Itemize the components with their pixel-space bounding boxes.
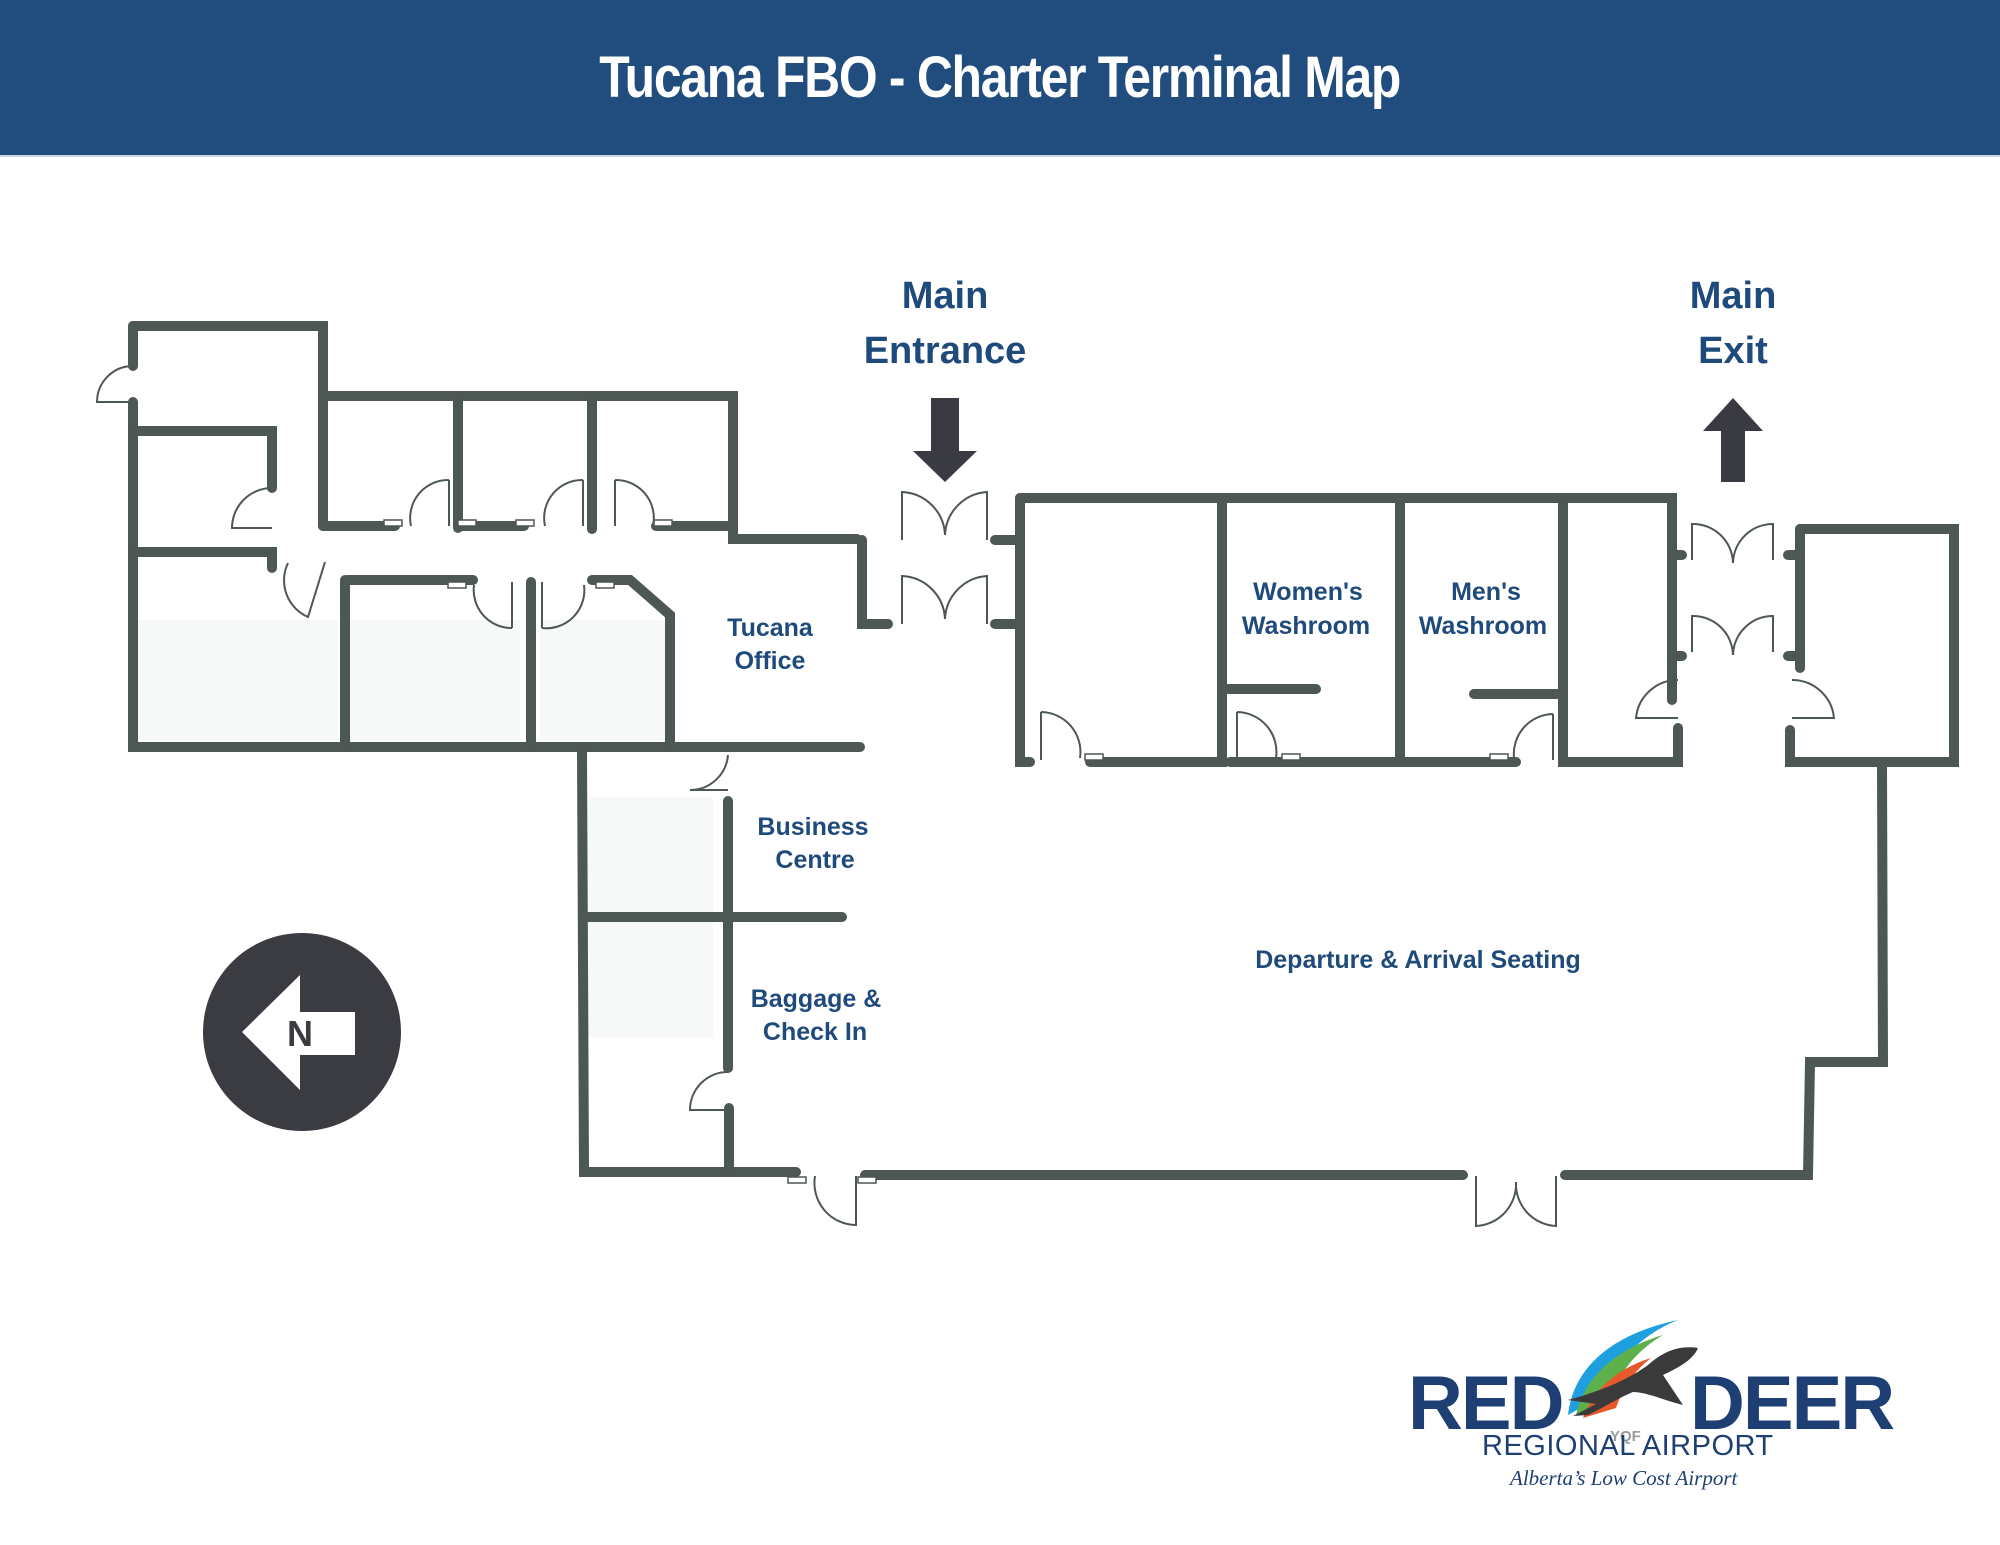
door-swing: [614, 478, 655, 527]
door-swing: [688, 1071, 729, 1111]
main-entrance-label-line1: Main: [902, 275, 989, 317]
red-deer-airport-logo: RED DEER YQF REGIONAL AIRPORT Alberta’s …: [1400, 1320, 1895, 1500]
jamb: [383, 519, 403, 527]
door-swing: [1040, 711, 1082, 760]
door-swing: [689, 754, 729, 792]
wall: [1558, 495, 1683, 767]
main-exit-label-line1: Main: [1690, 275, 1777, 317]
wall: [133, 426, 277, 493]
wall: [128, 397, 865, 752]
tucana-office-label-line2: Office: [735, 647, 806, 675]
door-swing: [1236, 711, 1278, 760]
arrow-up-icon: [1703, 398, 1763, 482]
wall: [128, 321, 328, 531]
wall: [1085, 495, 1227, 767]
walls: [128, 321, 1959, 1180]
door-swing: [95, 365, 134, 403]
main-exit-label-line2: Exit: [1698, 330, 1768, 372]
jamb: [787, 1176, 807, 1184]
compass-label: N: [287, 1013, 313, 1054]
jamb: [515, 519, 535, 527]
door-swing: [1634, 678, 1679, 719]
logo-subtitle: REGIONAL AIRPORT: [1482, 1430, 1774, 1462]
exit-door: [1691, 522, 1774, 564]
door-swing: [472, 582, 513, 630]
baggage-check-in-label-line1: Baggage &: [751, 985, 882, 1013]
jamb: [595, 581, 615, 589]
mens-washroom-label-line1: Men's: [1451, 578, 1521, 606]
arrow-down-icon: [913, 398, 977, 482]
door-swing: [1512, 713, 1554, 760]
departure-arrival-seating-label: Departure & Arrival Seating: [1255, 946, 1581, 974]
jamb: [1489, 753, 1509, 761]
jamb: [1281, 753, 1301, 761]
logo-word-red: RED: [1408, 1361, 1564, 1446]
wall: [587, 575, 675, 747]
door-swing: [541, 582, 586, 630]
jamb: [457, 519, 477, 527]
door-swing: [543, 478, 584, 527]
shade-area: [138, 620, 338, 740]
logo-airport-code: YQF: [1610, 1428, 1641, 1445]
wall: [857, 535, 893, 629]
south-double-door: [1475, 1176, 1557, 1228]
jamb: [857, 1176, 877, 1184]
tucana-office-label-line1: Tucana: [727, 614, 814, 642]
baggage-check-in-label-line2: Check In: [763, 1018, 867, 1046]
logo-word-deer: DEER: [1690, 1361, 1895, 1446]
jamb: [1084, 753, 1104, 761]
door-swing: [1791, 678, 1836, 719]
shaded-areas: [138, 620, 713, 1037]
wall: [1015, 493, 1035, 767]
entrance-door: [901, 574, 988, 624]
womens-washroom-label-line1: Women's: [1253, 578, 1363, 606]
bird-logo-icon: [1568, 1320, 1698, 1418]
mens-washroom-label-line2: Washroom: [1419, 612, 1547, 640]
wall: [1015, 493, 1677, 705]
wall: [1560, 761, 1889, 1180]
shade-area: [350, 620, 520, 740]
entrance-door: [901, 490, 988, 540]
jamb: [447, 581, 467, 589]
shade-area: [540, 620, 670, 740]
wall: [133, 547, 277, 573]
business-centre-label-line2: Centre: [775, 846, 854, 874]
door-swing: [283, 561, 326, 619]
door-swing: [813, 1175, 857, 1227]
logo-tagline: Alberta’s Low Cost Airport: [1510, 1466, 1738, 1490]
header-divider: [0, 155, 2000, 157]
jamb: [653, 519, 673, 527]
logo-bird-shape: [1568, 1347, 1698, 1416]
north-arrow-icon: N: [203, 933, 401, 1131]
exit-door: [1691, 614, 1774, 656]
business-centre-label-line1: Business: [757, 813, 868, 841]
header-banner: Tucana FBO - Charter Terminal Map: [0, 0, 2000, 155]
main-entrance-label-line2: Entrance: [864, 330, 1027, 372]
page-title: Tucana FBO - Charter Terminal Map: [599, 45, 1402, 110]
door-jambs: [383, 519, 1509, 1184]
wall: [1785, 524, 1959, 767]
doors: [95, 365, 1836, 1228]
door-swing: [409, 478, 450, 527]
door-swing: [230, 487, 273, 529]
womens-washroom-label-line2: Washroom: [1242, 612, 1370, 640]
wall: [318, 391, 862, 544]
compass-arrow: [242, 975, 355, 1090]
